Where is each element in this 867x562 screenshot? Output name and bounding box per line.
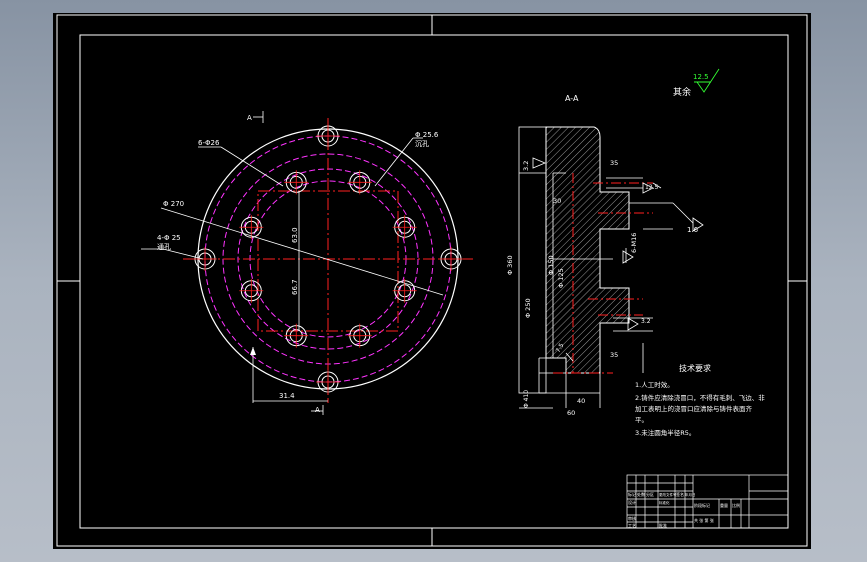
dim-bottom-left: Φ 410 [523,390,530,408]
section-view: A-A [506,94,704,417]
dim-bottom: 31.4 [279,392,295,400]
dim-right-2: 1.6 [687,226,699,234]
dim-left-total: Φ 360 [506,255,514,275]
title-block: 标记 处数 分区 更改文件号 签名 年月日 设计 标准化 阶段标记 重量 比例 … [626,474,789,529]
roughness-label: 其余 [673,86,691,98]
outer-holes [193,124,463,394]
tb-review: 审核 [628,515,636,521]
tb-change-doc: 更改文件号 [659,492,677,497]
tb-stage: 阶段标记 [694,502,710,508]
inner-frame [79,34,789,529]
dim-vertical-2: 66.7 [291,279,299,295]
tb-zone: 分区 [646,491,654,497]
dim-right-4: 3.2 [641,318,651,325]
view-marker-top: A [247,114,252,122]
dim-mid: Φ 150 [547,255,555,275]
roughness-value: 12.5 [693,73,709,81]
tech-req-item-5: 3.未注圆角半径R5。 [635,428,695,437]
tech-req-item-4: 平。 [635,416,648,424]
tb-scale: 比例 [732,502,740,508]
dim-low: Φ 250 [524,298,532,318]
tb-weight: 重量 [720,502,728,508]
roughness-symbol: 其余 12.5 [673,68,720,98]
tb-sign: 签名 [676,491,684,497]
outer-frame [56,14,808,547]
tb-process: 工艺 [628,523,636,528]
tb-approve: 批准 [659,522,667,528]
dim-top-left: 3.2 [522,161,530,171]
section-dims [553,177,694,373]
section-title: A-A [565,94,579,103]
tb-count: 处数 [637,491,645,497]
dim-vertical-1: 63.0 [291,227,299,243]
dim-left-upper: 30 [553,197,561,205]
dim-rough-small: 7.5 [555,342,566,354]
tech-requirements: 技术要求 1.人工时效。 2.铸件应清除浇冒口，不得有毛刺、飞边、非 加工表明上… [635,363,765,437]
front-leaders [141,111,444,415]
tech-req-title: 技术要求 [679,363,711,373]
inner-holes [239,170,417,348]
dim-right-1: 12.5 [645,184,659,191]
tb-sheets: 共 张 第 张 [694,517,714,523]
center-lines [183,118,473,403]
tb-date: 年月日 [685,492,696,497]
dim-bottom-1: 40 [577,397,585,405]
hole-label-top: 6-Φ26 [198,139,220,147]
tb-standard: 标准化 [659,500,670,505]
dim-bottom-right: 35 [610,351,618,359]
tech-req-item-1: 1.人工时效。 [635,380,674,389]
view-marker-bottom: A [315,406,320,414]
tech-req-item-2: 2.铸件应清除浇冒口，不得有毛刺、飞边、非 [635,393,765,402]
outer-diameter-label: Φ 270 [163,200,184,208]
centering-marks [57,15,807,546]
dim-right-3: 6-M16 [630,233,638,253]
tech-req-item-3: 加工表明上的浇冒口应清除与铸件表面齐 [635,404,753,413]
dim-bottom-2: 60 [567,409,575,417]
tb-design: 设计 [628,499,636,505]
dim-mid2: Φ 125 [557,268,565,288]
tb-mark: 标记 [628,491,636,497]
dim-top-right: 35 [610,159,618,167]
